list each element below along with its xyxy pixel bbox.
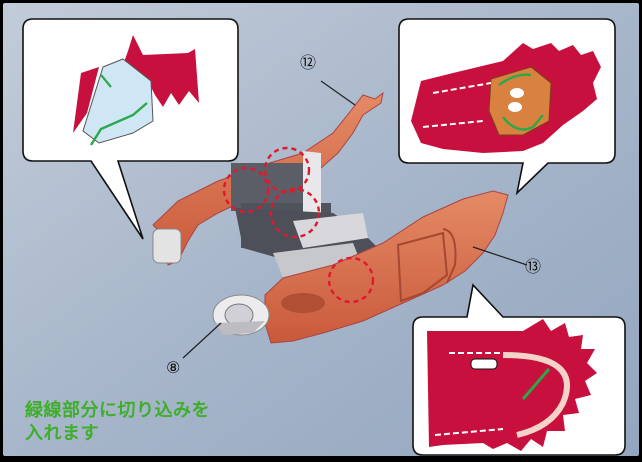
part-number-13: ⑬: [525, 257, 542, 276]
illustration-panel: ⑫ ⑬ ⑧ 緑線部分に切り込みを 入れます: [3, 3, 639, 456]
part-number-8: ⑧: [166, 358, 181, 377]
part-number-12: ⑫: [300, 53, 317, 72]
instruction-line-1: 緑線部分に切り込みを: [25, 400, 210, 421]
body-part-13: [264, 190, 509, 344]
detail-callout-top-right: [398, 18, 616, 196]
instruction-line-2: 入れます: [25, 423, 99, 444]
highlight-circle: [327, 256, 375, 304]
cut-instruction-text: 緑線部分に切り込みを 入れます: [25, 399, 210, 445]
headlight-part-8: [212, 294, 270, 336]
assembly-illustration: [3, 3, 639, 456]
highlight-circle: [222, 166, 270, 214]
detail-callout-top-left: [22, 18, 239, 240]
cut-highlight-circles: [222, 146, 375, 304]
highlight-circle: [269, 187, 321, 239]
highlight-circle: [263, 146, 311, 194]
detail-callout-bottom-right: [412, 283, 626, 456]
leader-lines: [182, 80, 528, 359]
